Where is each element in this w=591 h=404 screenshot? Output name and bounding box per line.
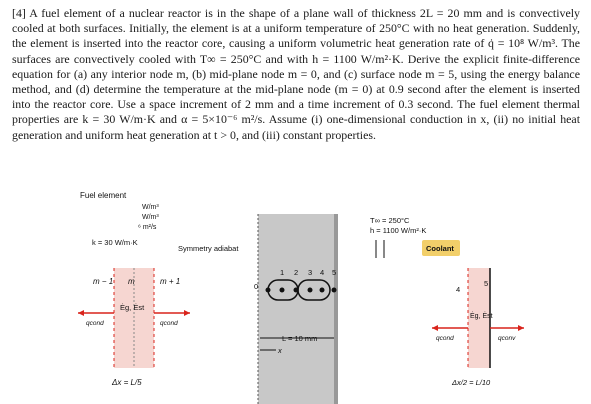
- symmetry-label: Symmetry adiabat: [178, 244, 239, 253]
- length-label: L = 10 mm: [282, 334, 317, 343]
- problem-body: A fuel element of a nuclear reactor is i…: [12, 6, 580, 142]
- node-label-3: 3: [308, 268, 312, 277]
- wm3-label: W/m³: [142, 204, 159, 211]
- node-2: [293, 287, 299, 293]
- surface-node-4: 4: [456, 285, 460, 294]
- fuel-element-figure: Fuel element W/m³ W/m³ ⁶ m²/s k = 30 W/m…: [78, 191, 524, 404]
- node-label-0: 0: [254, 282, 258, 291]
- node-label-2: 2: [294, 268, 298, 277]
- node-m: m: [128, 277, 135, 286]
- alpha-unit-label: ⁶ m²/s: [138, 224, 157, 231]
- dx-label: Δx = L/5: [111, 378, 142, 387]
- qcond-surface-arrowhead: [432, 325, 438, 331]
- surface-node-element: 4 5 Ėg, Ėst qcond qconv Δx/2 = L/10: [432, 268, 524, 387]
- qcond-surface-label: qcond: [436, 335, 454, 342]
- surface-node-5: 5: [484, 279, 488, 288]
- node-label-4: 4: [320, 268, 324, 277]
- fuel-element-label: Fuel element: [80, 191, 127, 200]
- node-3: [307, 287, 313, 293]
- qcond-left-label: qcond: [86, 320, 104, 327]
- x-label: x: [277, 346, 282, 355]
- tinf-label: T∞ = 250°C: [370, 216, 410, 225]
- problem-text: [4] A fuel element of a nuclear reactor …: [12, 6, 580, 143]
- wm3b-label: W/m³: [142, 214, 159, 221]
- problem-number: [4]: [12, 6, 26, 20]
- node-m-minus-1: m − 1: [93, 277, 113, 286]
- interior-node-element: m − 1 m m + 1 Ėg, Ėst qcond qcond Δx = L…: [78, 268, 190, 387]
- wall-surface: [334, 214, 338, 404]
- qconv-label: qconv: [498, 335, 516, 342]
- node-1: [279, 287, 285, 293]
- dx-half-label: Δx/2 = L/10: [451, 378, 491, 387]
- wall-body: [258, 214, 334, 404]
- coolant-region: T∞ = 250°C h = 1100 W/m²·K Coolant: [370, 216, 460, 258]
- energy-label-right: Ėg, Ėst: [470, 311, 493, 320]
- node-0: [265, 287, 271, 293]
- node-5: [331, 287, 337, 293]
- k-label: k = 30 W/m·K: [92, 238, 138, 247]
- node-m-plus-1: m + 1: [160, 277, 180, 286]
- qcond-right-label: qcond: [160, 320, 178, 327]
- surface-band: [468, 268, 490, 368]
- qconv-arrowhead: [518, 325, 524, 331]
- node-4: [319, 287, 325, 293]
- fuel-wall: 0 1 2 3 4 5 L = 10 mm x: [254, 214, 338, 404]
- node-label-5: 5: [332, 268, 336, 277]
- qcond-left-arrowhead: [78, 310, 84, 316]
- energy-label-left: Ėg, Ėst: [120, 303, 145, 312]
- coolant-box: [422, 240, 460, 256]
- qcond-right-arrowhead: [184, 310, 190, 316]
- h-label: h = 1100 W/m²·K: [370, 226, 426, 235]
- node-label-1: 1: [280, 268, 284, 277]
- coolant-label: Coolant: [426, 244, 454, 253]
